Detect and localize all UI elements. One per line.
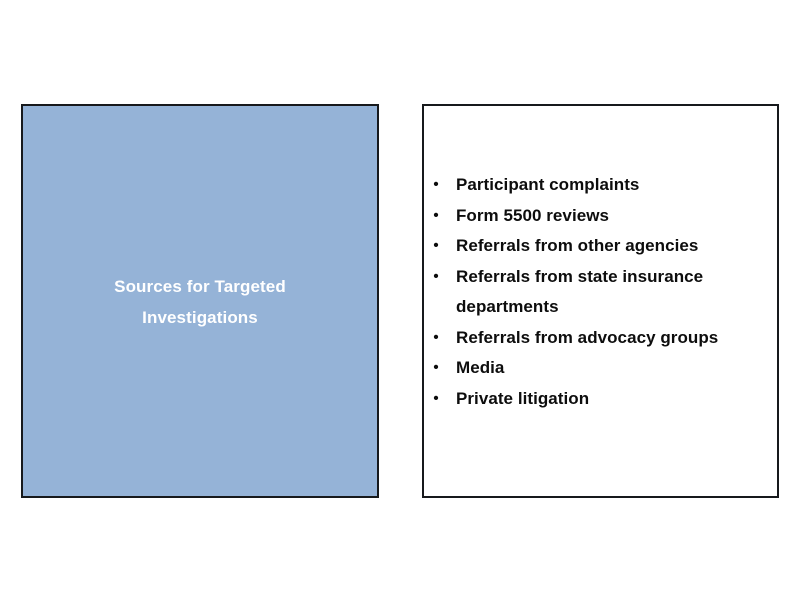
list-item[interactable]: • Referrals from other agencies (428, 231, 771, 262)
list-item-label: Referrals from advocacy groups (456, 327, 719, 347)
bullet-point-icon: • (433, 328, 439, 346)
list-item[interactable]: • Participant complaints (428, 170, 771, 201)
list-item[interactable]: • Form 5500 reviews (428, 201, 771, 232)
concept-panel-title: Sources for Targeted Investigations (114, 277, 286, 327)
list-item-label: Referrals from state insurance departmen… (456, 266, 704, 317)
concept-panel[interactable]: Sources for Targeted Investigations (21, 104, 379, 498)
bullet-point-icon: • (433, 176, 439, 193)
list-item-label: Form 5500 reviews (456, 205, 609, 225)
bullet-point-icon: • (433, 389, 439, 407)
list-item[interactable]: • Referrals from state insurance departm… (428, 262, 771, 323)
list-item-label: Private litigation (456, 388, 590, 408)
list-item[interactable]: • Private litigation (428, 384, 771, 415)
list-item-label: Media (456, 358, 505, 377)
list-item-label: Referrals from other agencies (456, 236, 699, 255)
list-item-label: Participant complaints (456, 175, 640, 194)
list-item[interactable]: • Media (428, 353, 771, 384)
bullet-point-icon: • (433, 359, 439, 376)
sources-panel[interactable]: • Participant complaints • Form 5500 rev… (422, 104, 779, 498)
bullet-point-icon: • (433, 206, 439, 224)
list-item[interactable]: • Referrals from advocacy groups (428, 323, 771, 354)
bullet-point-icon: • (433, 237, 439, 254)
bullet-point-icon: • (433, 267, 439, 285)
sources-bullet-list: • Participant complaints • Form 5500 rev… (428, 170, 771, 414)
